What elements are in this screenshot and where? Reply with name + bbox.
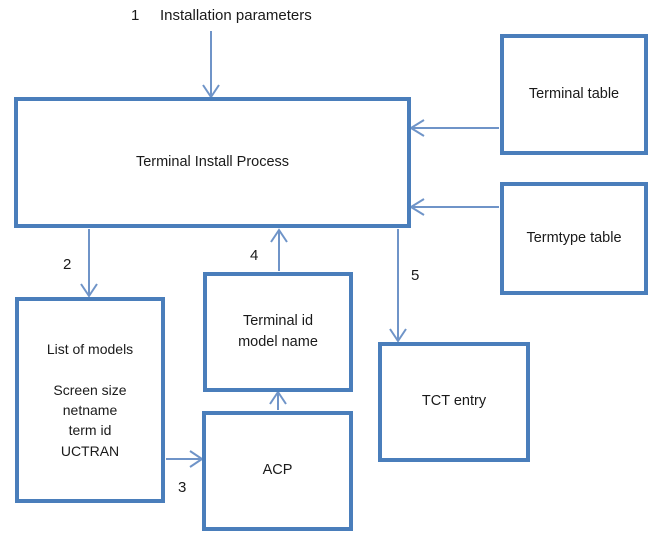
arrow-termtype-table-to-process (409, 198, 499, 216)
arrow-installation-parameters-to-process (202, 31, 220, 99)
node-acp[interactable]: ACP (202, 411, 353, 531)
node-terminal-table[interactable]: Terminal table (500, 34, 648, 155)
step-number-2: 2 (63, 256, 72, 273)
node-list-of-models-label: List of models Screen size netname term … (46, 341, 134, 459)
step-number-3: 3 (178, 479, 187, 496)
node-terminal-install-process-label: Terminal Install Process (135, 153, 290, 170)
arrow-acp-to-terminal-id (269, 390, 287, 410)
node-terminal-id-model-name-label: Terminal id model name (238, 312, 318, 350)
node-terminal-table-label: Terminal table (528, 85, 620, 102)
node-terminal-id-model-name[interactable]: Terminal id model name (203, 272, 353, 392)
node-terminal-install-process[interactable]: Terminal Install Process (14, 97, 411, 228)
node-tct-entry-label: TCT entry (421, 393, 487, 410)
arrow-terminal-table-to-process (409, 119, 499, 137)
node-termtype-table[interactable]: Termtype table (500, 182, 648, 295)
step-number-5: 5 (411, 267, 420, 284)
arrow-process-to-tct-entry (389, 229, 407, 343)
arrow-list-of-models-to-acp (166, 450, 204, 468)
arrow-terminal-id-to-process (270, 228, 288, 271)
node-tct-entry[interactable]: TCT entry (378, 342, 530, 462)
node-acp-label: ACP (262, 462, 293, 479)
node-termtype-table-label: Termtype table (526, 229, 622, 246)
installation-parameters-label: Installation parameters (160, 7, 312, 24)
step-number-4: 4 (250, 247, 259, 264)
arrow-process-to-list-of-models (80, 229, 98, 298)
node-list-of-models[interactable]: List of models Screen size netname term … (15, 297, 165, 503)
step-number-1: 1 (131, 7, 140, 24)
